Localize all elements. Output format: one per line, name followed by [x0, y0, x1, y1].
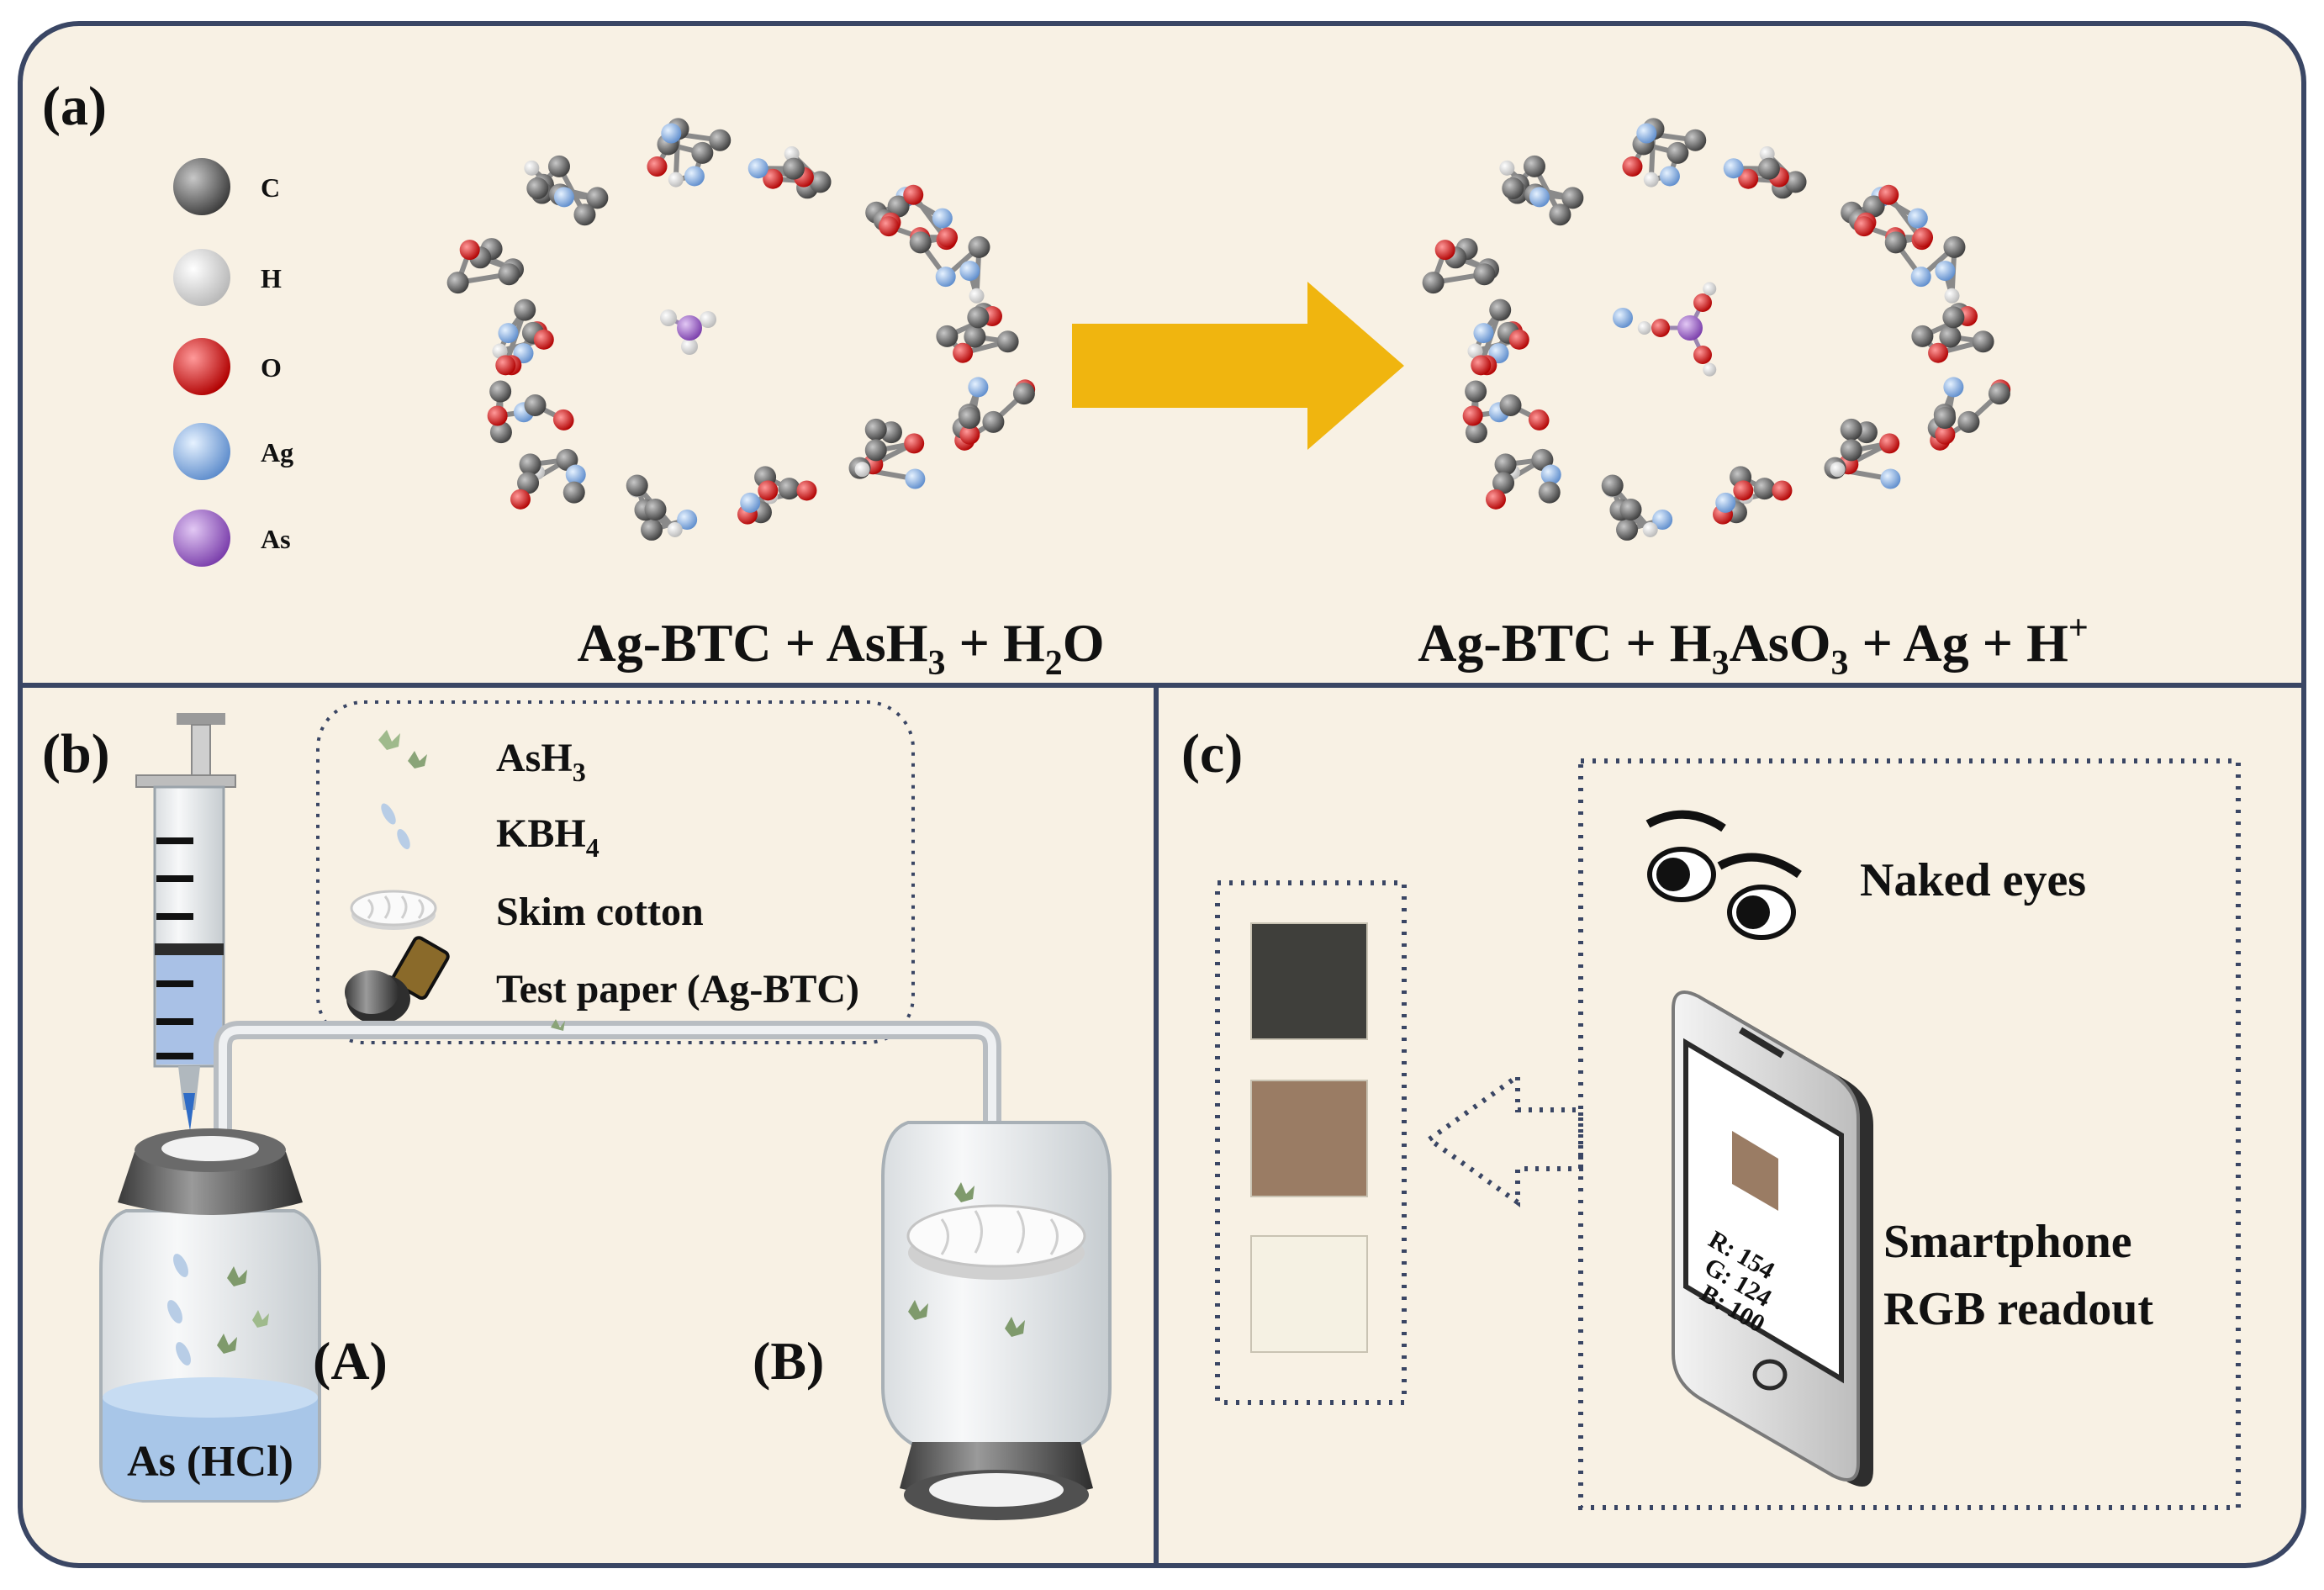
products-equation: Ag-BTC + H3AsO3 + Ag + H+ — [1418, 609, 2089, 683]
legend-test-paper: Test paper (Ag-BTC) — [496, 967, 859, 1012]
syringe — [135, 713, 236, 1131]
panel-b: (b) AsH3 KBH4 Skim cotton Test paper (Ag… — [42, 700, 1112, 1520]
bottle-b-label: (B) — [753, 1331, 824, 1391]
legend-skim-cotton: Skim cotton — [496, 890, 704, 934]
smartphone-label-2: RGB readout — [1883, 1283, 2153, 1335]
ash3-particles-icon — [378, 730, 427, 769]
tube-particle-icon — [551, 1019, 565, 1031]
reagent-legend-box — [316, 700, 915, 1044]
legend-atom-as-icon — [173, 510, 230, 567]
legend-atom-c-icon — [173, 158, 230, 215]
color-swatch — [1250, 1235, 1368, 1353]
test-paper-icon — [345, 936, 450, 1024]
legend-atom-ag-label: Ag — [261, 437, 293, 467]
color-swatch — [1250, 1080, 1368, 1197]
color-swatches — [1250, 922, 1368, 1353]
bottle-a-label: (A) — [313, 1331, 388, 1391]
color-swatch — [1250, 922, 1368, 1040]
legend-atom-o-label: O — [261, 352, 282, 383]
legend-atom-as-label: As — [261, 524, 291, 554]
legend-atom-ag-icon — [173, 423, 230, 480]
legend-atom-h-label: H — [261, 263, 282, 293]
smartphone-label-1: Smartphone — [1883, 1216, 2132, 1268]
panel-b-label: (b) — [42, 723, 110, 784]
skim-cotton-icon — [350, 890, 437, 930]
smartphone — [1672, 990, 1873, 1487]
legend-atom-o-icon — [173, 338, 230, 395]
legend-ash3: AsH3 — [496, 736, 586, 787]
naked-eyes-label: Naked eyes — [1860, 854, 2086, 906]
solution-label: As (HCl) — [127, 1438, 293, 1486]
panel-c: (c) Naked eyes R: 154 G: 124 B — [1181, 723, 2241, 1510]
molecule-left — [446, 118, 1036, 541]
panel-a-label: (a) — [42, 76, 107, 137]
bottle-a — [99, 1128, 321, 1503]
legend-kbh4: KBH4 — [496, 811, 599, 863]
kbh4-particles-icon — [381, 803, 410, 850]
molecule-right — [1422, 118, 2011, 541]
reactants-equation: Ag-BTC + AsH3 + H2O — [578, 613, 1105, 683]
reaction-arrow — [1072, 282, 1404, 450]
cotton-plug — [906, 1204, 1086, 1280]
legend-atom-c-label: C — [261, 172, 280, 203]
panel-c-label: (c) — [1181, 723, 1243, 784]
eyes-icon — [1645, 810, 1802, 940]
bottle-b — [881, 1121, 1112, 1520]
legend-atom-h-icon — [173, 249, 230, 306]
detection-box — [1578, 758, 2241, 1510]
